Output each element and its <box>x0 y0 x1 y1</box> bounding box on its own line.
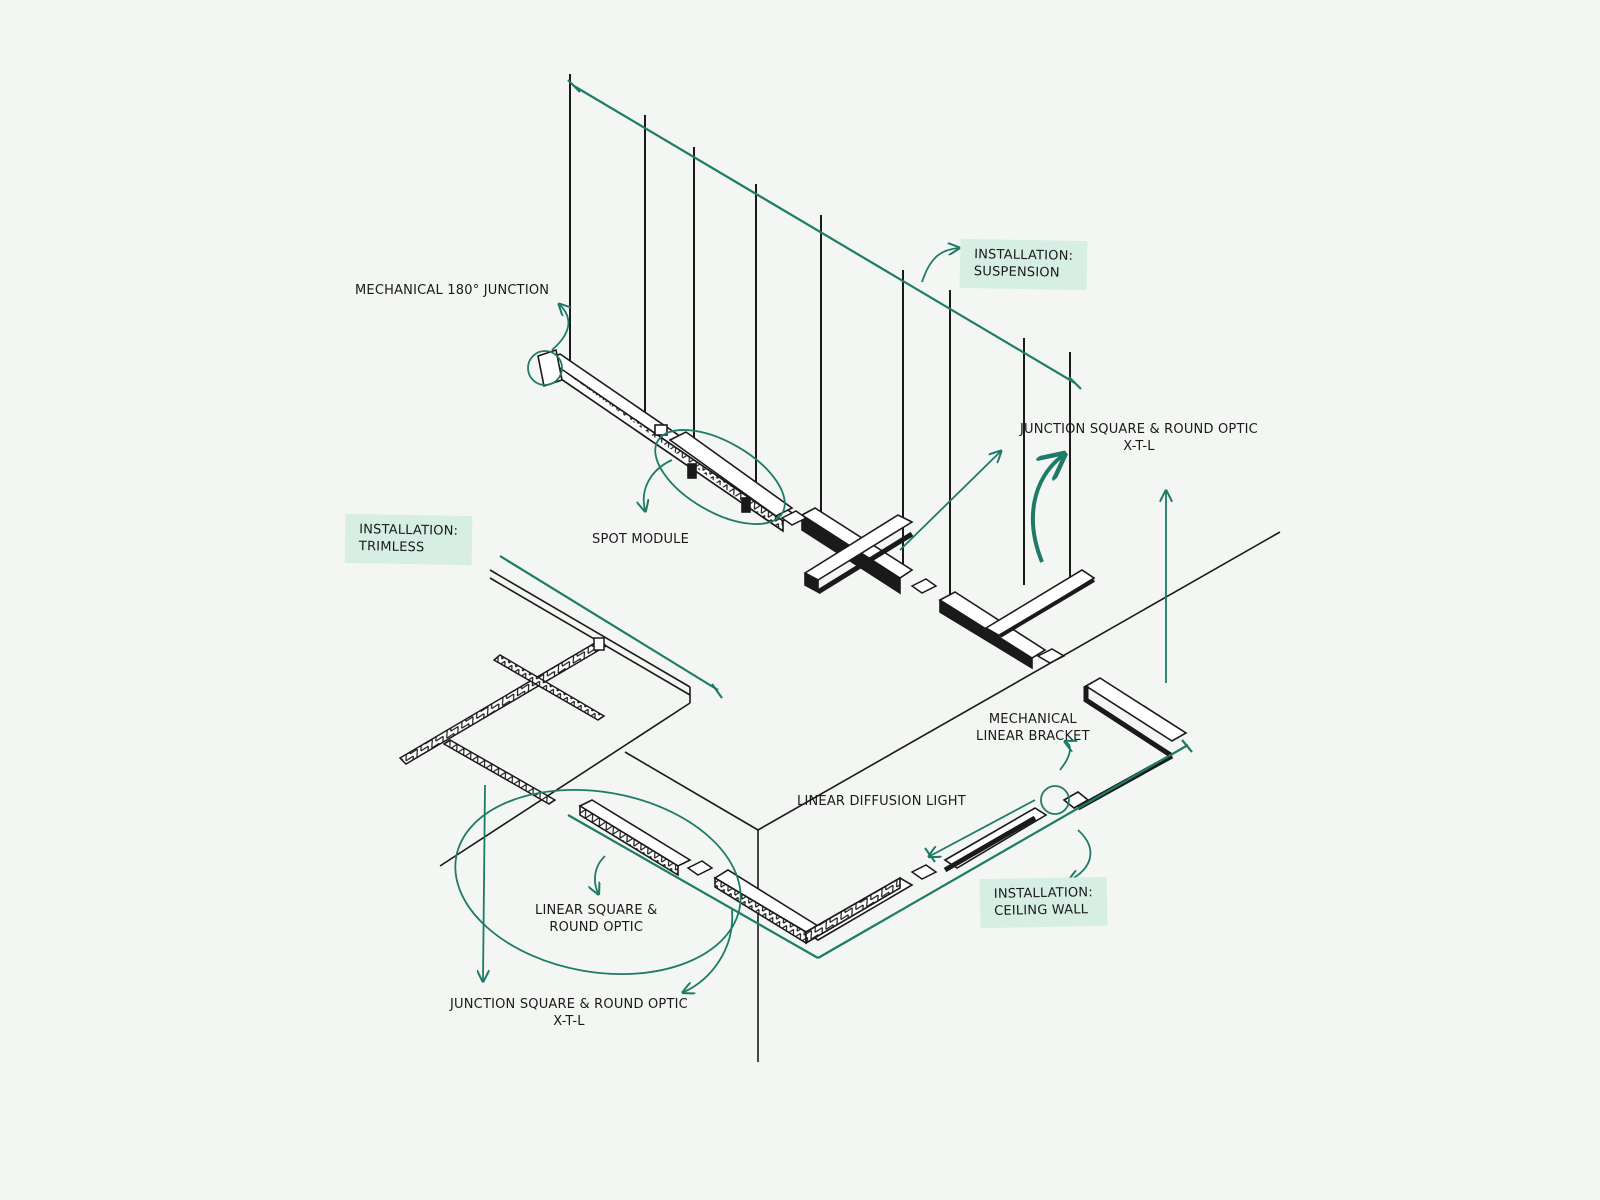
label-junction-top: JUNCTION SQUARE & ROUND OPTIC X-T-L <box>1020 421 1258 455</box>
annotation-arrows <box>483 248 1166 992</box>
tag-line-1: INSTALLATION: <box>359 522 459 539</box>
label-line-1: JUNCTION SQUARE & ROUND OPTIC <box>450 997 688 1012</box>
suspension-dimension-line <box>567 79 1082 390</box>
label-linear-diffusion: LINEAR DIFFUSION LIGHT <box>797 793 966 810</box>
t-junction <box>938 569 1096 670</box>
label-junction-bottom: JUNCTION SQUARE & ROUND OPTIC X-T-L <box>450 996 688 1030</box>
room-planes <box>439 531 1281 1062</box>
label-line-2: ROUND OPTIC <box>549 920 644 935</box>
label-linear-square: LINEAR SQUARE & ROUND OPTIC <box>535 902 657 936</box>
tag-line-2: SUSPENSION <box>973 264 1060 281</box>
label-line-2: LINEAR BRACKET <box>976 729 1090 744</box>
tag-line-2: TRIMLESS <box>358 539 425 556</box>
label-spot-module: SPOT MODULE <box>592 531 689 548</box>
tag-line-2: CEILING WALL <box>994 902 1089 919</box>
trimless-dimension-line <box>499 555 723 699</box>
label-mechanical-bracket: MECHANICAL LINEAR BRACKET <box>976 711 1090 745</box>
label-line-2: X-T-L <box>1123 439 1155 454</box>
trimless-grid <box>398 637 608 805</box>
ceiling-wall-profile <box>578 677 1188 945</box>
tag-line-1: INSTALLATION: <box>993 885 1093 902</box>
label-mechanical-180-junction: MECHANICAL 180° JUNCTION <box>355 282 549 299</box>
label-text: MECHANICAL 180° JUNCTION <box>355 283 550 298</box>
ceiling-wall-dimension-line <box>567 739 1193 959</box>
suspended-profile <box>537 348 797 533</box>
label-text: SPOT MODULE <box>592 532 690 547</box>
connectors <box>686 510 1066 880</box>
label-line-1: LINEAR SQUARE & <box>535 903 658 918</box>
label-line-1: JUNCTION SQUARE & ROUND OPTIC <box>1020 422 1258 437</box>
tag-installation-trimless: INSTALLATION: TRIMLESS <box>344 513 473 566</box>
tag-installation-suspension: INSTALLATION: SUSPENSION <box>959 238 1088 291</box>
annotation-ellipses <box>454 350 1070 975</box>
label-text: LINEAR DIFFUSION LIGHT <box>797 794 966 809</box>
x-junction <box>800 507 914 595</box>
diffusion-dimension-start <box>924 847 936 863</box>
label-line-1: MECHANICAL <box>988 712 1077 727</box>
tag-installation-ceiling-wall: INSTALLATION: CEILING WALL <box>979 876 1108 929</box>
tag-line-1: INSTALLATION: <box>974 247 1074 264</box>
label-line-2: X-T-L <box>553 1014 585 1029</box>
